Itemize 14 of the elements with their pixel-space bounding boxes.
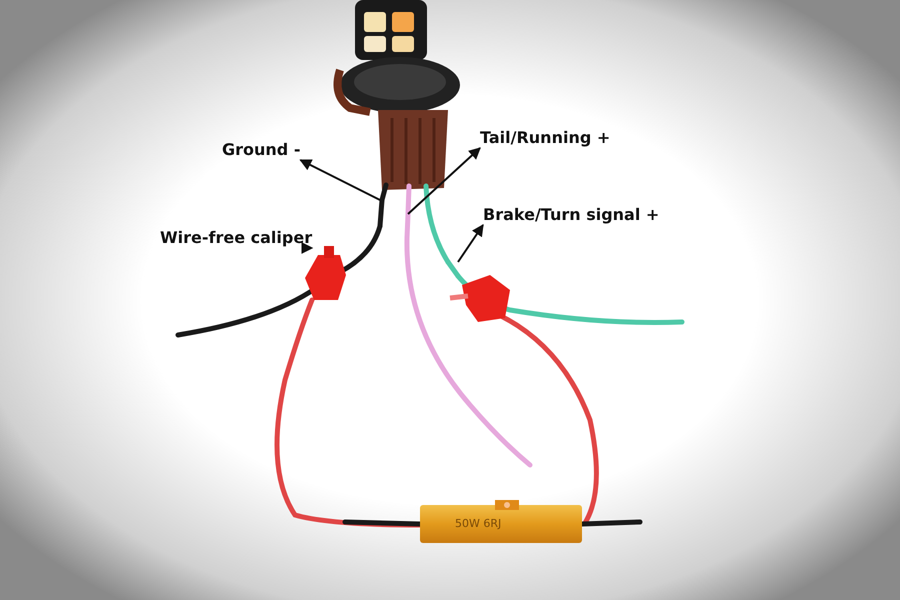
leader-arrow	[457, 224, 484, 263]
wire-segment	[378, 198, 384, 228]
callout-label: Brake/Turn signal +	[483, 205, 660, 225]
wire-segment	[404, 212, 410, 240]
wire-tap-connector	[305, 246, 346, 300]
callout-label: Wire-free caliper	[160, 228, 312, 248]
leader-arrow	[407, 147, 481, 215]
leader-arrow	[302, 242, 314, 254]
leader-arrow	[299, 159, 380, 201]
wire-segment	[446, 260, 460, 278]
callout-label: Ground -	[222, 140, 300, 160]
callout-label: Tail/Running +	[480, 128, 610, 148]
wire-tap-connector	[450, 275, 510, 322]
resistor-marking: 50W 6RJ	[455, 517, 502, 530]
